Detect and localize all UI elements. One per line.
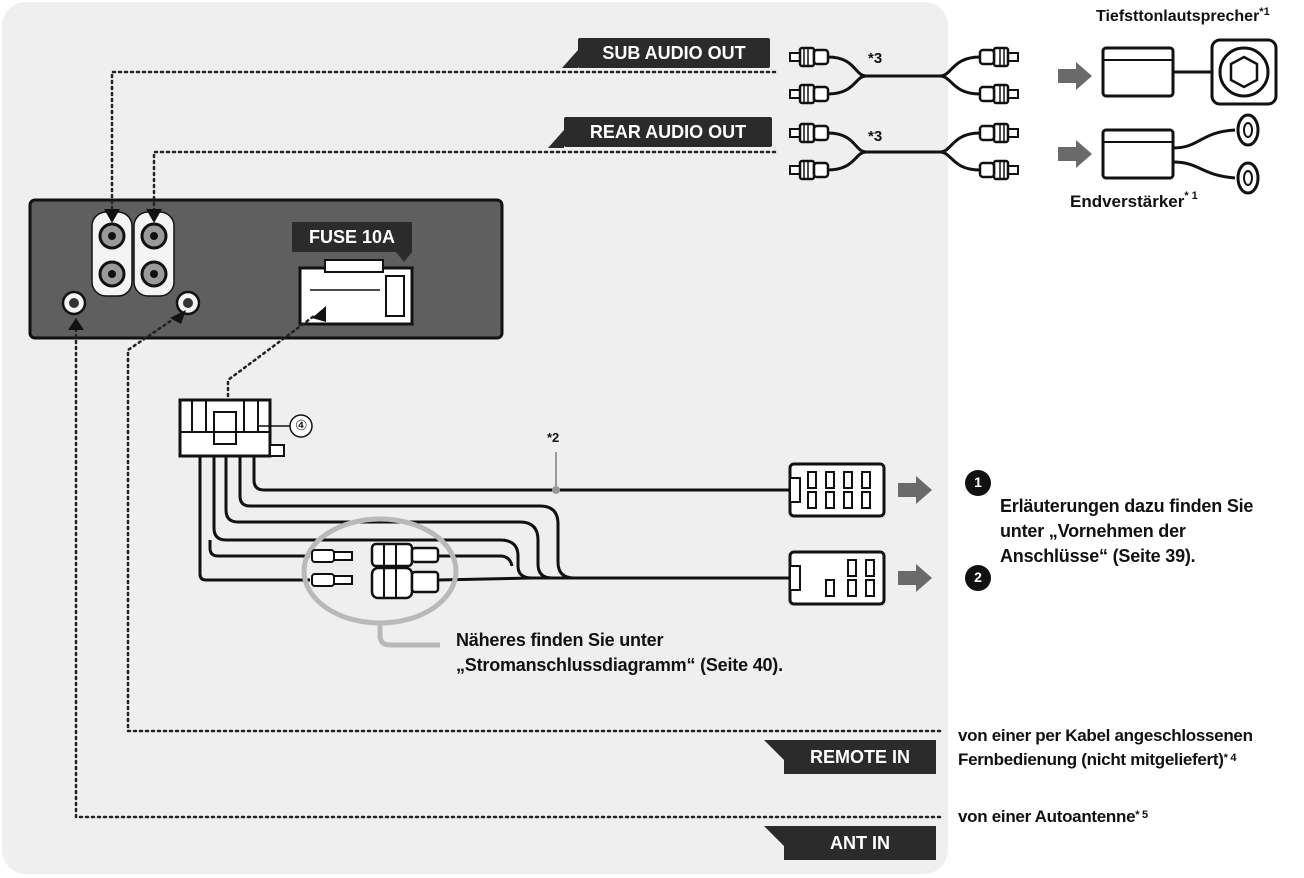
- power-note-line2: „Stromanschlussdiagramm“ (Seite 40).: [456, 655, 783, 675]
- output-connector-1: [788, 462, 886, 518]
- subwoofer-amplifier: [1101, 46, 1212, 98]
- fuse-tag: FUSE 10A: [292, 222, 412, 252]
- connections-note-line3: Anschlüsse“ (Seite 39).: [1000, 546, 1196, 566]
- remote-dotted-line: [126, 318, 942, 733]
- subwoofer-label-text: Tiefsttonlautsprecher: [1096, 8, 1260, 25]
- antenna-note: von einer Autoantenne* 5: [958, 805, 1148, 829]
- harness-connector: [178, 398, 290, 458]
- output-badge-1: 1: [974, 474, 982, 490]
- remote-in-tag: REMOTE IN: [784, 740, 936, 774]
- sub-audio-cable: [788, 46, 1092, 105]
- rear-audio-out-tag: REAR AUDIO OUT: [564, 117, 772, 147]
- output-connector-2: [788, 550, 886, 606]
- rear-audio-cable: [788, 122, 1092, 181]
- remote-note: von einer per Kabel angeschlossenen Fern…: [958, 724, 1253, 772]
- power-note: Näheres finden Sie unter „Stromanschluss…: [456, 628, 783, 678]
- sub-audio-dotted-line: [110, 70, 777, 212]
- power-note-line1: Näheres finden Sie unter: [456, 630, 664, 650]
- remote-note-line2: Fernbedienung (nicht mitgeliefert): [958, 750, 1224, 769]
- connector-callout: ④: [295, 417, 308, 433]
- connections-note-line1: Erläuterungen dazu finden Sie: [1000, 496, 1254, 516]
- remote-footnote: * 4: [1223, 752, 1237, 764]
- output-badge-2: 2: [974, 569, 982, 585]
- power-dotted-line: [226, 314, 316, 404]
- amplifier-note: * 1: [1184, 190, 1198, 202]
- rear-audio-dotted-line: [152, 150, 777, 212]
- amplifier-label-text: Endverstärker: [1070, 192, 1185, 211]
- connections-note-line2: unter „Vornehmen der: [1000, 521, 1186, 541]
- power-amplifier: [1101, 113, 1260, 195]
- antenna-dotted-line: [74, 326, 942, 819]
- cable-note-sub: *3: [868, 50, 883, 67]
- ant-in-tag: ANT IN: [784, 826, 936, 860]
- subwoofer-note: *1: [1259, 6, 1270, 18]
- subwoofer-label: Tiefsttonlautsprecher*1: [1096, 6, 1270, 26]
- cable-note-rear: *3: [868, 128, 883, 145]
- small-plug-connectors: [311, 542, 440, 600]
- sub-audio-out-tag: SUB AUDIO OUT: [578, 38, 770, 68]
- remote-note-line2-wrap: Fernbedienung (nicht mitgeliefert)* 4: [958, 748, 1253, 772]
- subwoofer-speaker: [1210, 38, 1278, 106]
- amplifier-label: Endverstärker* 1: [1070, 190, 1198, 212]
- remote-note-line1: von einer per Kabel angeschlossenen: [958, 726, 1253, 745]
- antenna-note-text: von einer Autoantenne: [958, 807, 1136, 826]
- wire-note: *2: [547, 430, 560, 445]
- antenna-footnote: * 5: [1135, 809, 1148, 821]
- connections-note: Erläuterungen dazu finden Sie unter „Vor…: [1000, 494, 1253, 569]
